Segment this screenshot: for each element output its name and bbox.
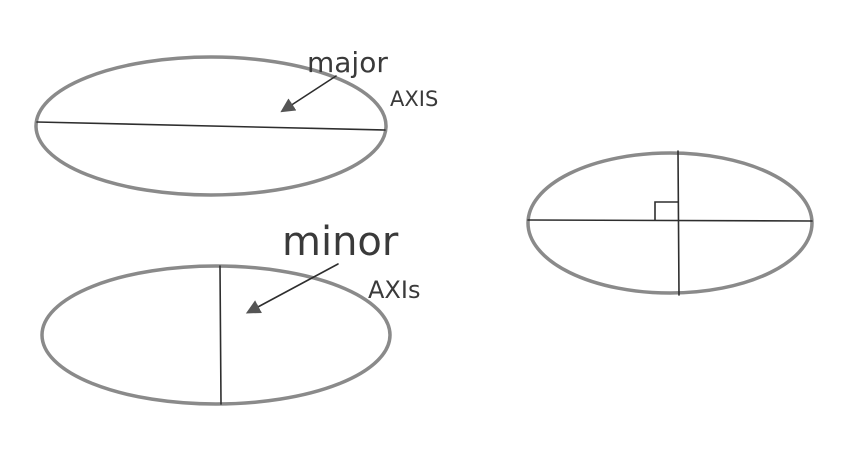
major-axis-figure: major AXIS: [34, 46, 438, 197]
horizontal-axis-line: [527, 219, 813, 222]
both-axes-figure: [526, 150, 814, 296]
ellipse-minor: [40, 264, 392, 406]
ellipse-major: [34, 55, 388, 197]
vertical-axis-line: [677, 150, 680, 296]
major-label: major: [307, 46, 388, 79]
major-arrow: [280, 75, 337, 113]
minor-axis-figure: minor AXIs: [40, 219, 420, 406]
ellipse-both: [526, 151, 814, 295]
major-axis-label: AXIS: [390, 87, 438, 111]
minor-axis-line: [219, 265, 222, 405]
right-angle-icon: [654, 201, 679, 221]
minor-arrow: [245, 263, 339, 314]
minor-label: minor: [282, 219, 399, 265]
minor-axis-label: AXIs: [368, 276, 420, 304]
major-axis-line: [36, 121, 386, 131]
